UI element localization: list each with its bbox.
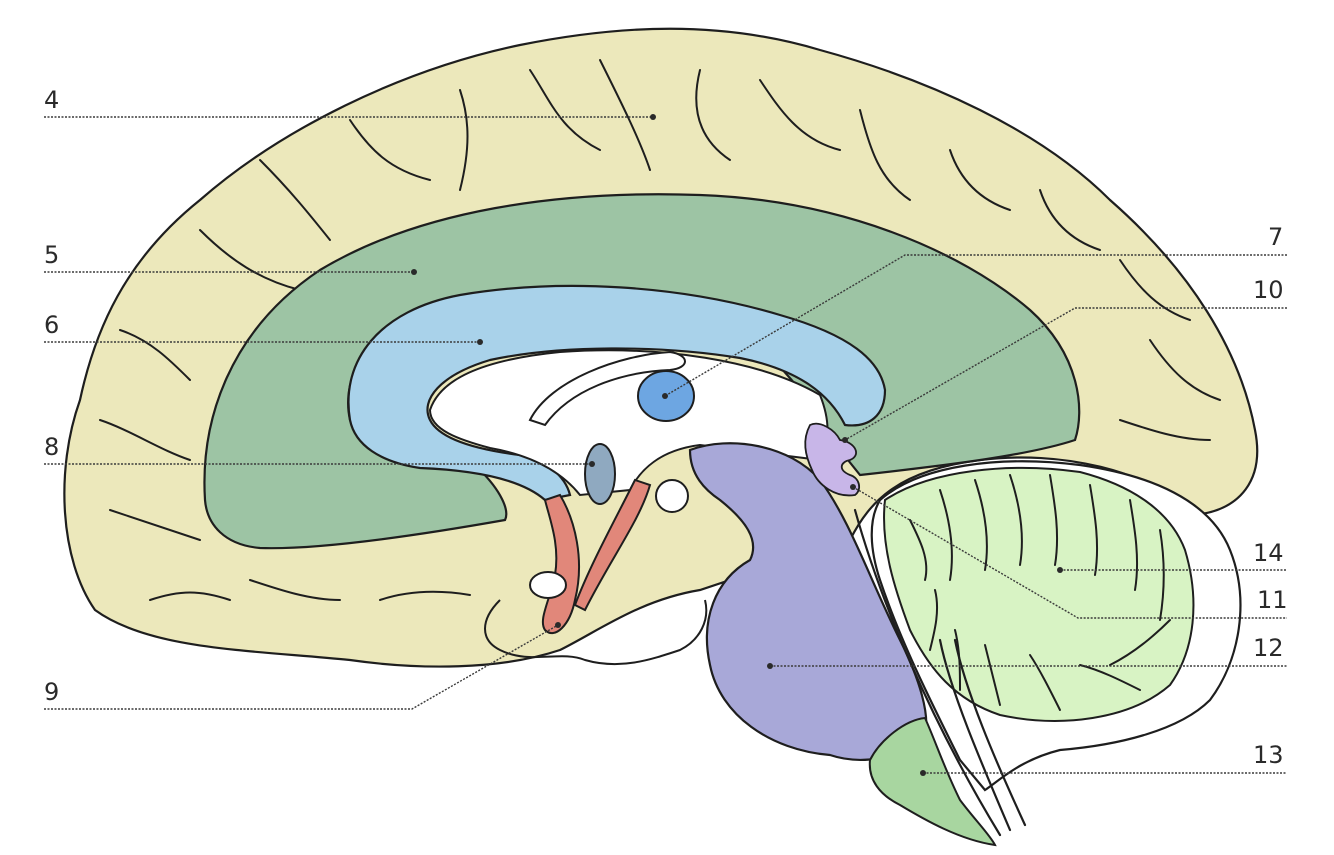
- label-5: 5: [44, 241, 59, 269]
- dot-7: [662, 393, 668, 399]
- dot-9: [555, 622, 561, 628]
- label-11: 11: [1257, 586, 1288, 614]
- dot-4: [650, 114, 656, 120]
- mammillary-body: [656, 480, 688, 512]
- label-14: 14: [1253, 539, 1284, 567]
- label-7: 7: [1268, 223, 1283, 251]
- optic-chiasm: [530, 572, 566, 598]
- label-9: 9: [44, 678, 59, 706]
- label-8: 8: [44, 433, 59, 461]
- dot-11: [850, 484, 856, 490]
- label-10: 10: [1253, 276, 1284, 304]
- dot-13: [920, 770, 926, 776]
- dot-12: [767, 663, 773, 669]
- label-6: 6: [44, 311, 59, 339]
- dot-5: [411, 269, 417, 275]
- label-12: 12: [1253, 634, 1284, 662]
- dot-14: [1057, 567, 1063, 573]
- dot-6: [477, 339, 483, 345]
- dot-10: [842, 437, 848, 443]
- label-4: 4: [44, 86, 59, 114]
- dot-8: [589, 461, 595, 467]
- label-13: 13: [1253, 741, 1284, 769]
- anterior-commissure: [585, 444, 615, 504]
